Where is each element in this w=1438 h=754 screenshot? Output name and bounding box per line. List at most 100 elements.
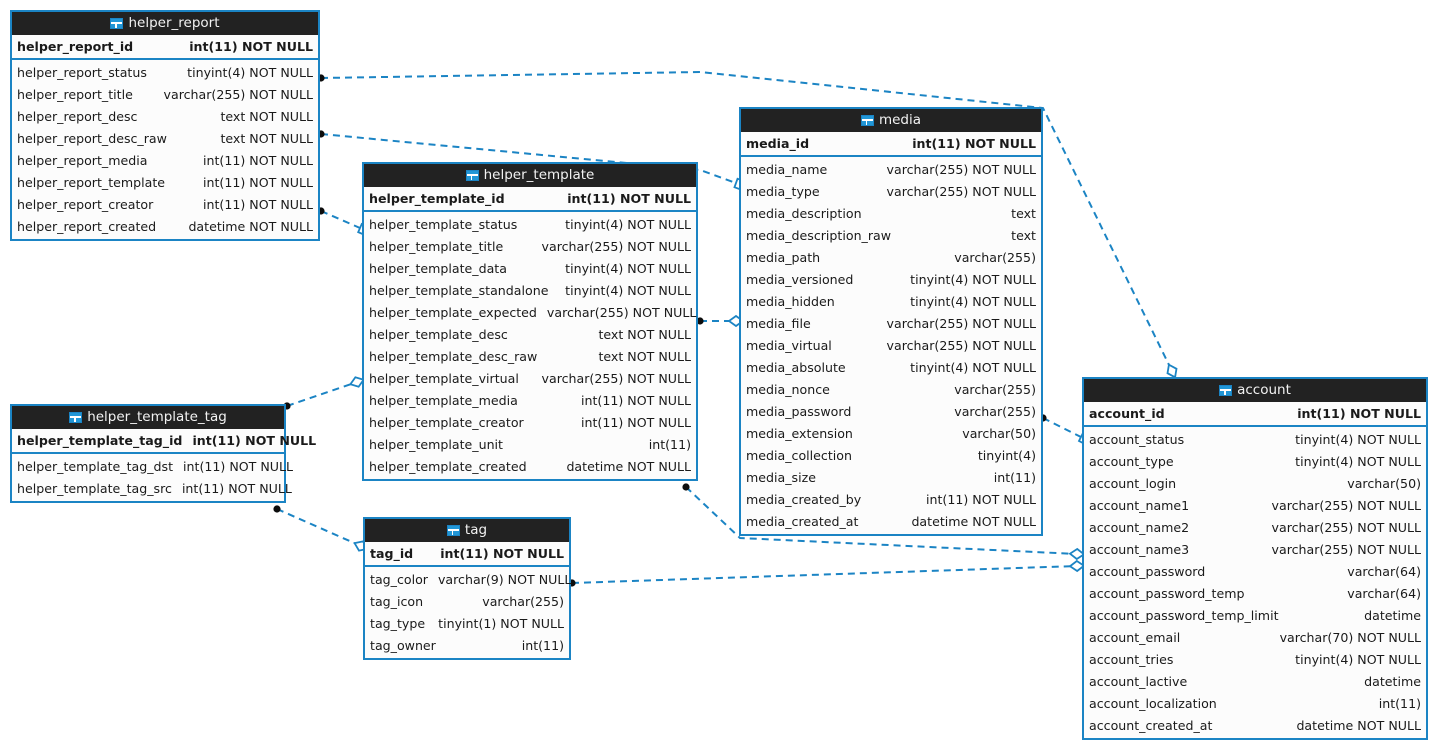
entity-header-helper_template[interactable]: helper_template	[364, 164, 696, 187]
column-type: int(11)	[1378, 695, 1421, 711]
rel-helper_template-media[interactable]	[696, 314, 745, 328]
column-type: datetime NOT NULL	[188, 218, 313, 234]
column-name: media_path	[746, 249, 821, 265]
column-row[interactable]: media_path varchar(255)	[741, 246, 1041, 268]
rel-tag-account[interactable]	[568, 559, 1086, 587]
entity-header-helper_template_tag[interactable]: helper_template_tag	[12, 406, 284, 429]
column-name: media_name	[746, 161, 828, 177]
table-icon	[860, 115, 874, 126]
rel-helper_template_tag-tag[interactable]	[273, 505, 369, 553]
source-endpoint-dot-icon	[682, 483, 690, 491]
entity-header-media[interactable]: media	[741, 109, 1041, 132]
column-name: account_password	[1089, 563, 1206, 579]
column-type: tinyint(4) NOT NULL	[565, 216, 691, 232]
column-name: media_type	[746, 183, 820, 199]
rel-helper_template_tag-helper_template[interactable]	[283, 375, 366, 410]
column-row[interactable]: media_type varchar(255) NOT NULL	[741, 180, 1041, 202]
column-name: account_type	[1089, 453, 1174, 469]
column-type: varchar(50)	[962, 425, 1036, 441]
entity-header-tag[interactable]: tag	[365, 519, 569, 542]
column-type: text NOT NULL	[220, 108, 313, 124]
column-name: helper_report_id	[17, 39, 134, 54]
column-name: tag_type	[370, 615, 426, 631]
column-name: helper_template_virtual	[369, 370, 519, 386]
column-type: int(11) NOT NULL	[192, 433, 317, 448]
column-type: int(11) NOT NULL	[567, 191, 691, 206]
entity-header-account[interactable]: account	[1084, 379, 1426, 402]
column-type: varchar(255)	[954, 249, 1036, 265]
column-type: text NOT NULL	[220, 130, 313, 146]
entity-header-helper_report[interactable]: helper_report	[12, 12, 318, 35]
column-type: int(11) NOT NULL	[1297, 406, 1421, 421]
column-type: varchar(255) NOT NULL	[886, 183, 1036, 199]
